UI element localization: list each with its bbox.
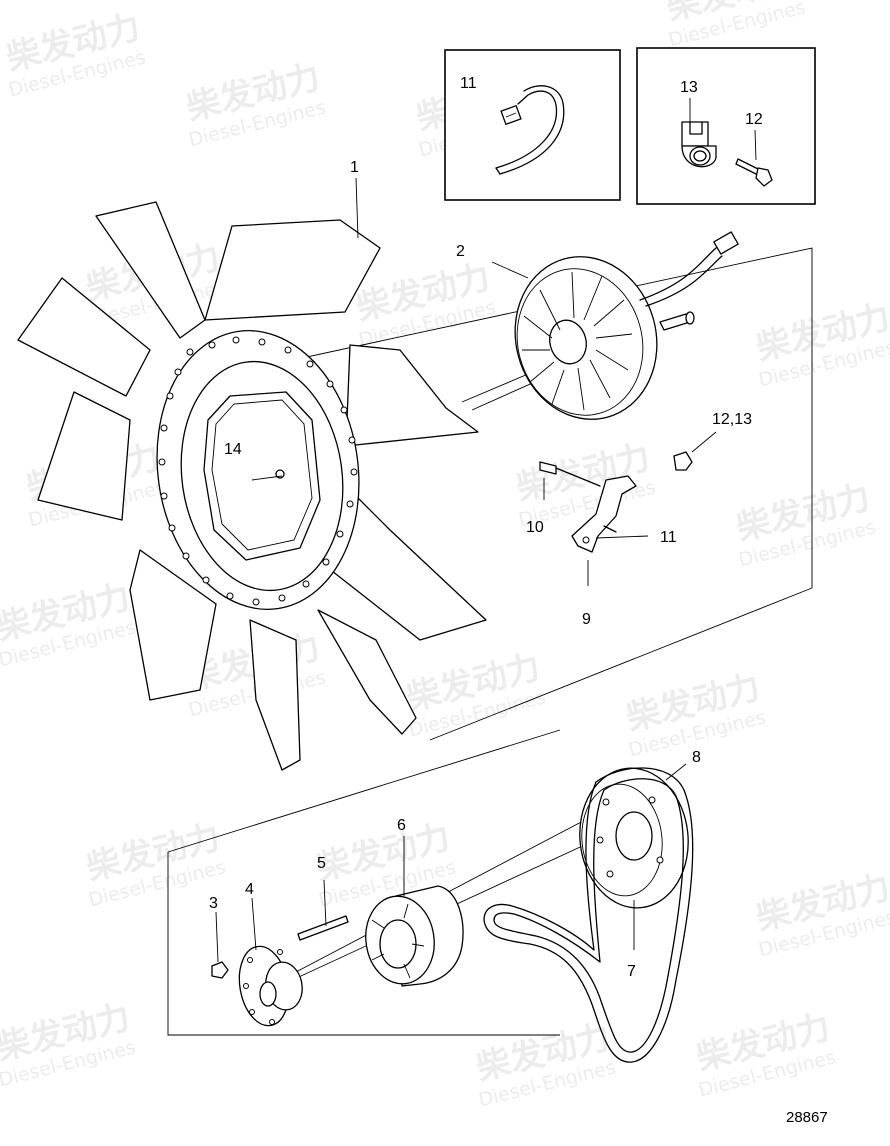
hub-nut	[211, 961, 229, 979]
callouts: 1 2 3 4 5 6 7 8 9 10 11 11 12 13 12,13 1…	[209, 75, 763, 980]
fan-blade	[249, 619, 301, 771]
watermark-18: 柴发动力 Diesel-Engines	[0, 997, 138, 1092]
fan-blade	[129, 549, 217, 701]
watermark-14: 柴发动力 Diesel-Engines	[623, 667, 768, 762]
callout-7: 7	[627, 963, 636, 980]
callout-4: 4	[245, 881, 254, 898]
callout-8: 8	[692, 749, 701, 766]
watermark-10: 柴发动力 Diesel-Engines	[733, 477, 878, 572]
pulley-hub	[238, 945, 303, 1027]
callout-2: 2	[456, 243, 465, 260]
drive-belt	[483, 767, 694, 1063]
bolt-12-drawing	[735, 158, 773, 187]
watermark-15: 柴发动力 Diesel-Engines	[83, 817, 228, 912]
fan-assembly	[17, 201, 487, 771]
detail-box-frame	[636, 47, 816, 205]
watermark-13: 柴发动力 Diesel-Engines	[403, 647, 548, 742]
small-clamp	[673, 451, 693, 471]
pulley-spacer	[365, 885, 464, 987]
callout-10: 10	[526, 519, 544, 536]
callout-12-13: 12,13	[712, 411, 752, 428]
bracket-bolt	[539, 461, 557, 475]
clutch-connector	[713, 231, 739, 255]
cable-tie-drawing	[495, 85, 565, 175]
watermark-6: 柴发动力 Diesel-Engines	[353, 257, 498, 352]
callout-6: 6	[397, 817, 406, 834]
callout-9: 9	[582, 611, 591, 628]
bracket-tie	[603, 525, 617, 533]
pulley	[579, 767, 689, 909]
clutch-cable	[639, 247, 717, 301]
fan-blade	[37, 391, 131, 521]
callout-14: 14	[224, 441, 242, 458]
callout-11-box: 11	[460, 75, 477, 92]
watermark-7: 柴发动力 Diesel-Engines	[753, 297, 890, 392]
fan-hub-cutout	[203, 391, 321, 561]
watermark-20: 柴发动力 Diesel-Engines	[693, 1007, 838, 1102]
detail-box-cable-tie	[444, 49, 621, 201]
callout-1: 1	[350, 159, 359, 176]
fan-blade	[345, 344, 479, 447]
dowel-pin	[297, 915, 349, 941]
detail-box-frame	[444, 49, 621, 201]
callout-13: 13	[680, 79, 698, 96]
watermark-2: 柴发动力 Diesel-Engines	[183, 57, 328, 152]
figure-number: 28867	[786, 1109, 828, 1126]
callout-11: 11	[660, 529, 677, 546]
watermark-1: 柴发动力 Diesel-Engines	[3, 7, 148, 102]
watermark-11: 柴发动力 Diesel-Engines	[0, 577, 138, 672]
callout-5: 5	[317, 855, 326, 872]
fan-bolt-holes	[158, 336, 358, 606]
clamp-drawing	[681, 121, 717, 168]
fan-blade	[204, 219, 381, 321]
fan-blade	[17, 277, 151, 397]
fan-clutch	[514, 231, 739, 420]
upper-frame	[199, 247, 813, 741]
leader-lines	[215, 98, 757, 963]
callout-12: 12	[745, 111, 763, 128]
sensor-bracket	[539, 451, 693, 553]
detail-box-clamp	[636, 47, 816, 205]
watermark-19: 柴发动力 Diesel-Engines	[473, 1017, 618, 1112]
fan-blade	[317, 609, 417, 735]
watermark-17: 柴发动力 Diesel-Engines	[753, 867, 890, 962]
watermark-4: 柴发动力 Diesel-Engines	[663, 0, 808, 52]
lower-frame	[167, 729, 561, 1036]
fan-blade	[95, 201, 206, 339]
watermark-9: 柴发动力 Diesel-Engines	[513, 437, 658, 532]
callout-3: 3	[209, 895, 218, 912]
